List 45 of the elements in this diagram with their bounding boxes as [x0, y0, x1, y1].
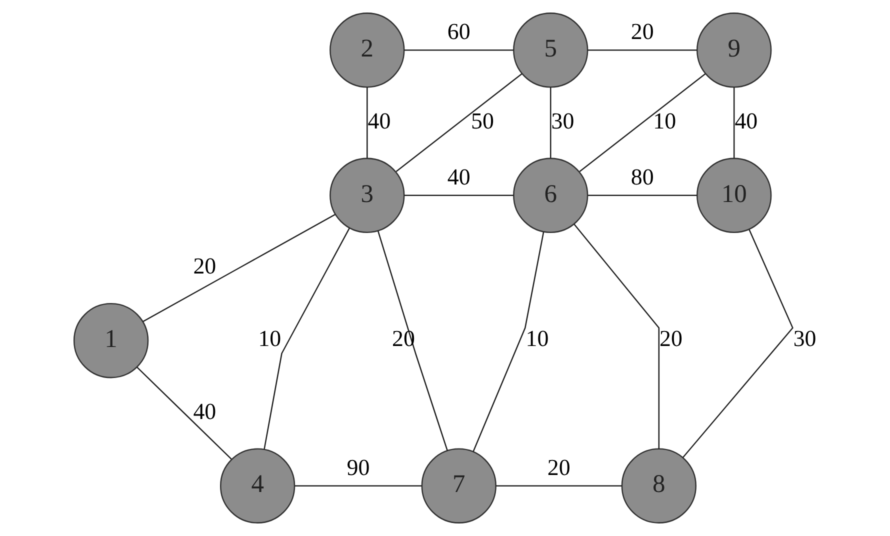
node-circle: 2	[329, 12, 404, 88]
node-circle: 6	[512, 158, 588, 233]
node-circle: 4	[219, 448, 295, 524]
connector	[587, 49, 696, 51]
edge-label: 10	[652, 108, 676, 134]
edge-label: 20	[192, 254, 216, 279]
edge-label: 30	[792, 326, 816, 352]
edge-label: 40	[367, 108, 390, 134]
edge-label: 20	[659, 326, 682, 352]
node-circle: 8	[620, 448, 696, 524]
connector	[404, 49, 514, 51]
connector	[682, 229, 793, 458]
connector	[376, 230, 448, 451]
edge-label: 20	[630, 19, 654, 44]
connector	[573, 224, 660, 449]
connector	[294, 485, 422, 487]
connector	[404, 194, 514, 196]
connector	[732, 87, 734, 158]
connector	[142, 214, 336, 322]
edge-label: 30	[550, 108, 574, 134]
edge-label: 50	[470, 108, 494, 134]
edge-label: 40	[446, 164, 470, 190]
connector	[395, 73, 522, 172]
connector	[587, 194, 696, 196]
edge-label: 60	[446, 19, 470, 44]
node-circle: 10	[696, 158, 772, 233]
connector	[496, 485, 622, 487]
node-circle: 9	[696, 12, 772, 88]
node-circle: 1	[72, 303, 148, 378]
node-circle: 5	[512, 12, 588, 88]
connector	[366, 87, 368, 158]
edge-label: 20	[546, 454, 570, 480]
edge-label: 10	[525, 326, 548, 352]
edge-label: 90	[346, 454, 370, 480]
connector	[263, 228, 350, 450]
edge-label: 40	[192, 398, 216, 424]
connector	[136, 366, 232, 460]
node-circle: 3	[329, 158, 404, 233]
edge-label: 40	[734, 108, 758, 134]
edge-label: 80	[630, 164, 654, 190]
connector	[472, 232, 544, 452]
connector	[578, 73, 706, 172]
connector	[549, 87, 551, 158]
node-circle: 7	[420, 448, 496, 524]
edge-label: 10	[258, 326, 281, 352]
